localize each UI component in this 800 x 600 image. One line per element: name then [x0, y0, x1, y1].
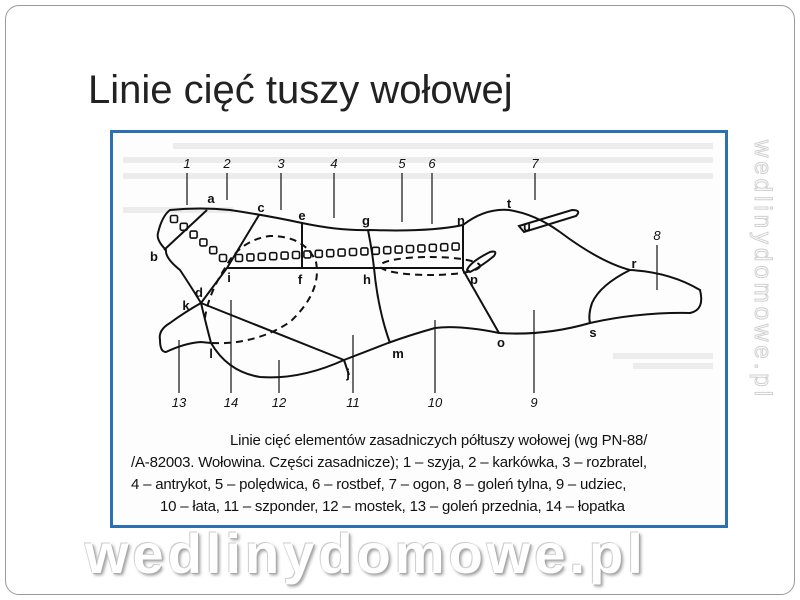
point-letter-l: l: [209, 346, 213, 361]
caption-line-3: 4 – antrykot, 5 – polędwica, 6 – rostbef…: [131, 476, 627, 493]
fat-marker: [169, 214, 179, 224]
cut-line-r-s: [588, 269, 631, 324]
caption-line-1: Linie cięć elementów zasadniczych półtus…: [230, 432, 648, 449]
point-letter-p: p: [470, 272, 478, 287]
fat-marker: [179, 222, 189, 232]
fat-marker: [394, 245, 403, 254]
carcass-outline: [156, 207, 703, 379]
faded-background-text: [613, 353, 713, 359]
part-number-1: 1: [183, 156, 190, 171]
part-number-12: 12: [272, 395, 287, 410]
caption-line-4: 10 – łata, 11 – szponder, 12 – mostek, 1…: [160, 498, 625, 515]
point-letter-t: t: [507, 196, 512, 211]
part-number-14: 14: [224, 395, 238, 410]
faded-background-text: [123, 157, 713, 163]
tail-outline: [517, 208, 580, 234]
point-letter-i: i: [227, 270, 231, 285]
point-letter-r: r: [631, 256, 636, 271]
dashed-line-shoulder: [204, 234, 318, 345]
point-letter-d: d: [195, 285, 203, 300]
part-number-3: 3: [277, 156, 285, 171]
part-number-7: 7: [531, 156, 539, 171]
faded-background-text: [173, 143, 713, 149]
caption-line-2: /A-82003. Wołowina. Części zasadnicze); …: [131, 454, 647, 471]
fat-marker: [371, 246, 381, 256]
point-letter-a: a: [207, 191, 215, 206]
cut-line-g-m: [367, 229, 391, 344]
part-number-9: 9: [530, 395, 537, 410]
point-letter-s: s: [589, 325, 596, 340]
point-letter-b: b: [150, 249, 158, 264]
fat-marker: [428, 243, 438, 253]
slide-title: Linie cięć tuszy wołowej: [88, 68, 513, 112]
faded-background-text: [123, 173, 713, 179]
point-letter-u: u: [523, 219, 531, 234]
point-letter-n: n: [457, 213, 465, 228]
fat-marker: [360, 247, 369, 256]
fat-marker: [417, 244, 426, 253]
fat-marker: [303, 250, 312, 259]
part-number-2: 2: [222, 156, 231, 171]
fat-marker: [268, 251, 278, 261]
fore-shank-outline: [158, 302, 212, 354]
part-number-8: 8: [653, 228, 661, 243]
fat-marker: [314, 249, 324, 259]
part-number-10: 10: [428, 395, 443, 410]
part-number-5: 5: [398, 156, 406, 171]
fat-marker: [218, 253, 228, 263]
cut-line-n-p: [462, 225, 500, 334]
point-letter-f: f: [298, 272, 303, 287]
diagram-frame: [110, 130, 728, 528]
fat-marker: [280, 251, 289, 260]
point-letter-k: k: [182, 298, 190, 313]
fat-marker: [189, 230, 198, 239]
watermark: wedlinydomowe.pl: [85, 522, 647, 585]
point-letter-j: j: [345, 366, 350, 381]
point-letter-o: o: [497, 335, 505, 350]
fat-marker: [439, 242, 449, 252]
part-number-11: 11: [346, 395, 360, 410]
cut-line-j-bottom: [343, 359, 350, 376]
fat-marker: [208, 245, 218, 255]
fat-marker: [405, 244, 415, 254]
dashed-line-tenderloin: [379, 256, 481, 276]
fat-marker: [291, 250, 301, 260]
fat-marker: [246, 253, 255, 262]
fat-marker: [325, 248, 335, 258]
part-number-13: 13: [172, 395, 187, 410]
part-number-4: 4: [330, 156, 337, 171]
fat-marker: [234, 253, 244, 263]
fat-marker: [257, 252, 267, 262]
fat-marker: [348, 247, 358, 257]
point-letter-h: h: [363, 272, 371, 287]
fat-marker: [382, 245, 392, 255]
part-number-6: 6: [428, 156, 436, 171]
point-letter-g: g: [362, 213, 370, 228]
fat-marker: [451, 242, 460, 251]
fat-marker: [199, 238, 208, 247]
point-letter-e: e: [298, 208, 305, 223]
faded-background-text: [633, 363, 713, 369]
fat-marker: [337, 248, 346, 257]
point-letter-c: c: [257, 200, 264, 215]
point-letter-m: m: [392, 346, 404, 361]
